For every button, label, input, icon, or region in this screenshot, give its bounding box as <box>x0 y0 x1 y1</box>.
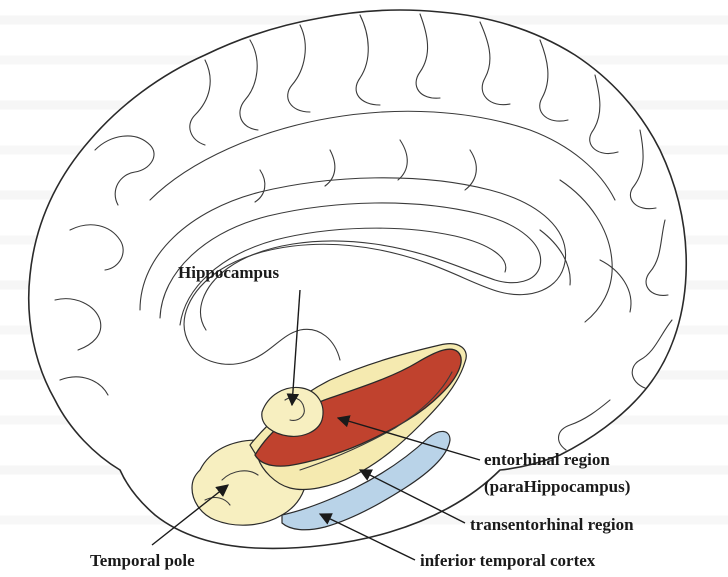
label-inferior-temporal: inferior temporal cortex <box>420 551 596 570</box>
label-transentorhinal: transentorhinal region <box>470 515 634 534</box>
label-entorhinal-line2: (paraHippocampus) <box>484 477 630 496</box>
label-entorhinal-line1: entorhinal region <box>484 450 610 469</box>
label-temporal-pole: Temporal pole <box>90 551 195 570</box>
label-hippocampus: Hippocampus <box>178 263 279 282</box>
